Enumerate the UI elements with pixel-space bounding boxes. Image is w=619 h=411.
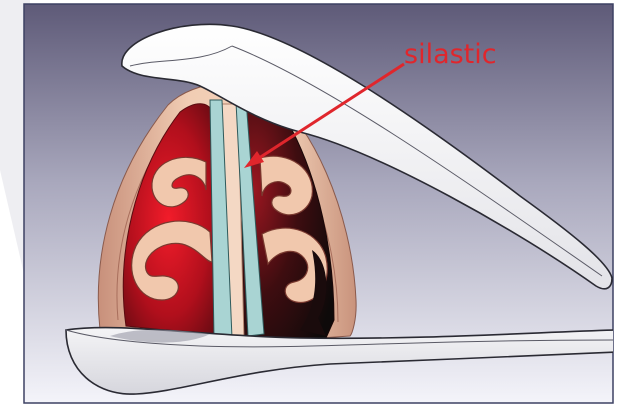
silastic-annotation-label: silastic [404, 40, 497, 70]
